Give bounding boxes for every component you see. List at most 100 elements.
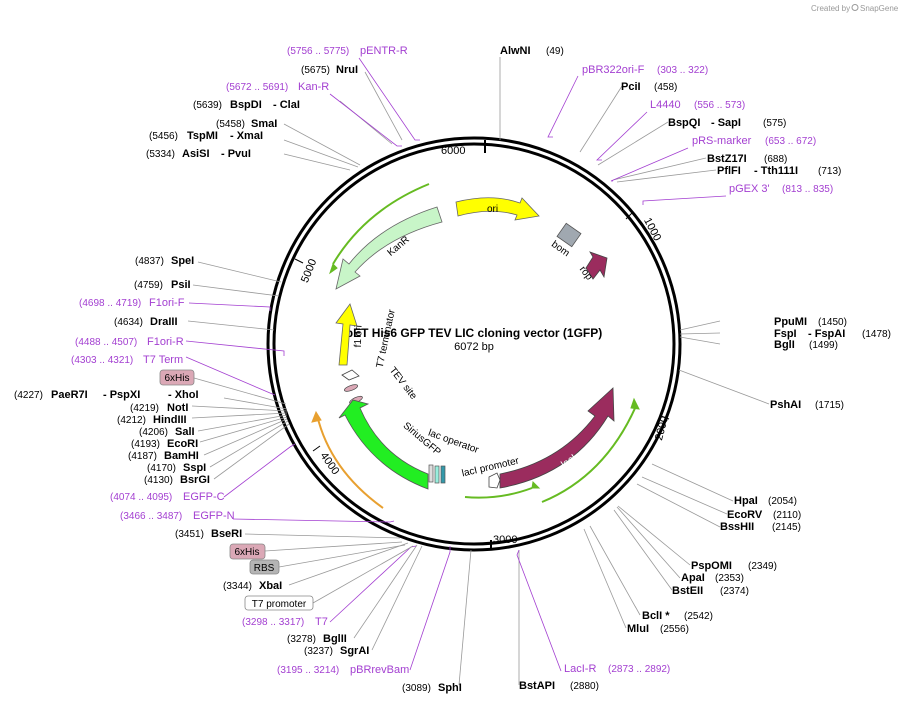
siriusgfp-feature[interactable] [338,399,429,490]
site-fspi[interactable]: FspI [774,328,797,340]
site-xbai-pos: (3344) [223,581,252,592]
site-ecori[interactable]: EcoRI [167,438,198,450]
site-tspmi[interactable]: TspMI [187,130,218,142]
lac-operator-feature[interactable] [428,464,434,483]
site-smai[interactable]: SmaI [251,118,277,130]
primer-pentr[interactable]: pENTR-R [360,45,408,57]
t7terminator-feature[interactable] [341,369,360,381]
t7-promoter-box[interactable] [244,595,314,611]
site-nrui[interactable]: NruI [336,64,358,76]
site-ecori-pos: (4193) [131,439,160,450]
kanr-feature[interactable] [335,206,443,290]
site-bseri[interactable]: BseRI [211,528,242,540]
site-sgrai[interactable]: SgrAI [340,645,369,657]
site-draiii[interactable]: DraIII [150,316,178,328]
site-noti[interactable]: NotI [167,402,188,414]
his-tag-label-bottom: 6xHis [234,547,259,558]
site-alwni[interactable]: AlwNI [500,45,531,57]
site-bcli-pos: (2542) [684,611,713,622]
site-apai[interactable]: ApaI [681,572,705,584]
site-bgli[interactable]: BglI [774,339,795,351]
primer-pgex[interactable]: pGEX 3' [729,183,770,195]
site-bsteii[interactable]: BstEII [672,585,703,597]
primer-pbrrev[interactable]: pBRrevBam [350,664,409,676]
site-bstz17i[interactable]: BstZ17I [707,153,747,165]
site-pspxi[interactable]: - PspXI [103,389,140,401]
site-paer7i[interactable]: PaeR7I [51,389,88,401]
site-pvui[interactable]: - PvuI [221,148,251,160]
site-bsrgi[interactable]: BsrGI [180,474,210,486]
rbs-feature-inner [434,465,440,484]
primer-f1orir[interactable]: F1ori-R [147,336,184,348]
site-psii[interactable]: PsiI [171,279,191,291]
site-pspomi[interactable]: PspOMI [691,560,732,572]
site-pcii[interactable]: PciI [621,81,641,93]
primer-kanr[interactable]: Kan-R [298,81,329,93]
site-ppumi[interactable]: PpuMI [774,316,807,328]
primer-pentr-pos: (5756 .. 5775) [287,46,349,57]
primer-egfpc[interactable]: EGFP-C [183,491,225,503]
site-bcli[interactable]: BclI * [642,610,670,622]
primer-f1orif[interactable]: F1ori-F [149,297,185,309]
primer-pbr322[interactable]: pBR322ori-F [582,64,645,76]
site-bamhi-pos: (4187) [128,451,157,462]
site-tth111i[interactable]: - Tth111I [754,165,798,177]
primer-prs[interactable]: pRS-marker [692,135,752,147]
site-pshai[interactable]: PshAI [770,399,801,411]
rop-feature[interactable] [585,251,608,280]
laci-promoter-feature[interactable] [488,472,501,489]
site-sali[interactable]: SalI [175,426,195,438]
site-sspi[interactable]: SspI [183,462,206,474]
site-mlui-pos: (2556) [660,624,689,635]
site-bglii-pos: (3278) [287,634,316,645]
site-bspqi-pos: (575) [763,118,786,129]
site-mlui[interactable]: MluI [627,623,649,635]
ori-feature[interactable] [455,197,540,221]
primer-l4440[interactable]: L4440 [650,99,681,111]
site-bstapi[interactable]: BstAPI [519,680,555,692]
site-sapi[interactable]: - SapI [711,117,741,129]
site-bamhi[interactable]: BamHI [164,450,199,462]
primer-lacir[interactable]: LacI-R [564,663,596,675]
site-sphi[interactable]: SphI [438,682,462,694]
tev-site-label: TEV site [387,365,419,402]
bom-feature[interactable] [556,222,582,248]
site-bspdi[interactable]: BspDI [230,99,262,111]
primer-t7term[interactable]: T7 Term [143,354,183,366]
site-asisi[interactable]: AsiSI [182,148,210,160]
site-spei[interactable]: SpeI [171,255,194,267]
his-tag-box-bottom[interactable] [229,543,266,560]
site-hindiii[interactable]: HindIII [153,414,187,426]
site-xmai[interactable]: - XmaI [230,130,263,142]
site-bsshii[interactable]: BssHII [720,521,754,533]
site-pflfi[interactable]: PflFI [717,165,741,177]
site-hpai[interactable]: HpaI [734,495,758,507]
site-smai-pos: (5458) [216,119,245,130]
his-tag-feature-top[interactable] [344,383,359,392]
site-bspqi[interactable]: BspQI [668,117,700,129]
site-xbai[interactable]: XbaI [259,580,282,592]
primer-egfpn[interactable]: EGFP-N [193,510,235,522]
egfp-orf-arrowhead [311,410,322,423]
credit-brand[interactable]: SnapGene [860,4,899,13]
t7-promoter-label: T7 promoter [252,599,307,610]
primer-t7-pos: (3298 .. 3317) [242,617,304,628]
his-tag-feature-inner [440,465,446,484]
site-ecorv[interactable]: EcoRV [727,509,763,521]
rbs-box[interactable] [249,559,280,575]
f1ori-feature[interactable] [335,303,358,366]
laci-feature[interactable] [499,387,615,489]
primer-pbrrev-pos: (3195 .. 3214) [277,665,339,676]
site-sphi-pos: (3089) [402,683,431,694]
tick-label-5000: 5000 [299,257,319,284]
tick-label-6000: 6000 [441,145,465,157]
his-tag-box-top[interactable] [159,369,195,386]
site-bglii[interactable]: BglII [323,633,347,645]
site-clai[interactable]: - ClaI [273,99,300,111]
site-bsrgi-pos: (4130) [144,475,173,486]
primer-t7[interactable]: T7 [315,616,328,628]
laci-orf-arc-2 [541,405,637,503]
kanr-orf-arc [332,183,430,265]
site-xhoi[interactable]: - XhoI [168,389,199,401]
site-fspai[interactable]: - FspAI [808,328,845,340]
